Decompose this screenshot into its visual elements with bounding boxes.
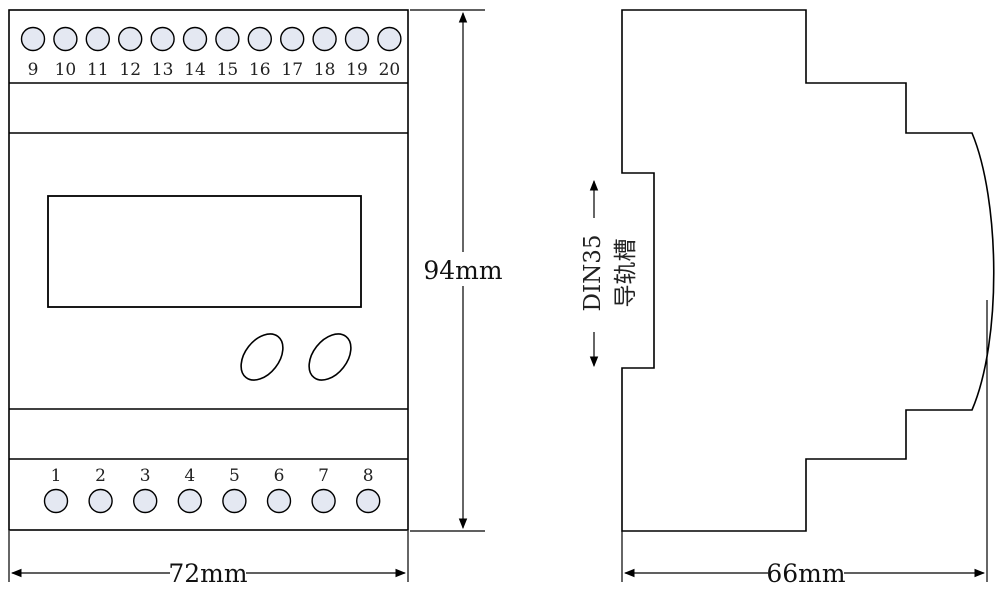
terminal-number-11: 11 [87, 60, 109, 80]
terminal-screw-10 [53, 26, 78, 52]
terminal-screw-14 [182, 26, 208, 52]
depth-dimension-label: 66mm [766, 559, 846, 588]
terminal-screw-1 [43, 488, 69, 514]
terminal-number-6: 6 [274, 466, 285, 486]
bottom-terminal-row: 1 2 3 4 5 6 7 8 [43, 466, 381, 514]
terminal-screw-8 [356, 488, 381, 514]
height-dimension-label: 94mm [423, 256, 503, 285]
terminal-number-14: 14 [184, 60, 206, 80]
terminal-screw-18 [312, 26, 337, 52]
terminal-screw-2 [88, 488, 113, 514]
terminal-screw-19 [344, 26, 370, 52]
terminal-screw-20 [377, 26, 402, 52]
top-terminal-row: 9 10 11 12 13 14 15 16 17 18 19 20 [20, 26, 402, 80]
button-1 [240, 333, 284, 381]
width-dimension-label: 72mm [168, 559, 248, 588]
terminal-number-7: 7 [318, 466, 329, 486]
terminal-number-17: 17 [281, 60, 303, 80]
terminal-screw-4 [177, 488, 203, 514]
din-rail-slot-label: 导轨槽 [613, 239, 639, 308]
terminal-number-16: 16 [249, 60, 271, 80]
front-view [8, 9, 409, 531]
terminal-number-5: 5 [229, 466, 240, 486]
terminal-number-9: 9 [28, 60, 39, 80]
terminal-number-8: 8 [363, 466, 374, 486]
terminal-number-19: 19 [346, 60, 368, 80]
terminal-number-13: 13 [152, 60, 174, 80]
depth-dimension [621, 300, 988, 582]
device-body-outline [8, 9, 409, 531]
terminal-number-3: 3 [140, 466, 151, 486]
terminal-screw-5 [222, 488, 247, 514]
terminal-screw-6 [266, 488, 292, 514]
terminal-screw-11 [85, 26, 111, 52]
terminal-number-12: 12 [119, 60, 141, 80]
terminal-number-4: 4 [184, 466, 195, 486]
side-view-profile [621, 9, 995, 532]
terminal-number-1: 1 [51, 466, 62, 486]
terminal-screw-13 [150, 26, 175, 52]
button-2 [308, 333, 352, 381]
terminal-number-2: 2 [95, 466, 106, 486]
terminal-screw-17 [280, 26, 305, 52]
lcd-display-window [47, 195, 362, 308]
terminal-screw-9 [20, 26, 46, 52]
terminal-number-10: 10 [55, 60, 77, 80]
terminal-screw-3 [132, 488, 158, 514]
terminal-screw-12 [117, 26, 143, 52]
terminal-number-15: 15 [217, 60, 239, 80]
terminal-screw-16 [247, 26, 272, 52]
terminal-screw-7 [311, 488, 336, 514]
terminal-number-18: 18 [314, 60, 336, 80]
terminal-number-20: 20 [379, 60, 401, 80]
din-rail-label: DIN35 [580, 235, 606, 312]
terminal-screw-15 [215, 26, 240, 52]
